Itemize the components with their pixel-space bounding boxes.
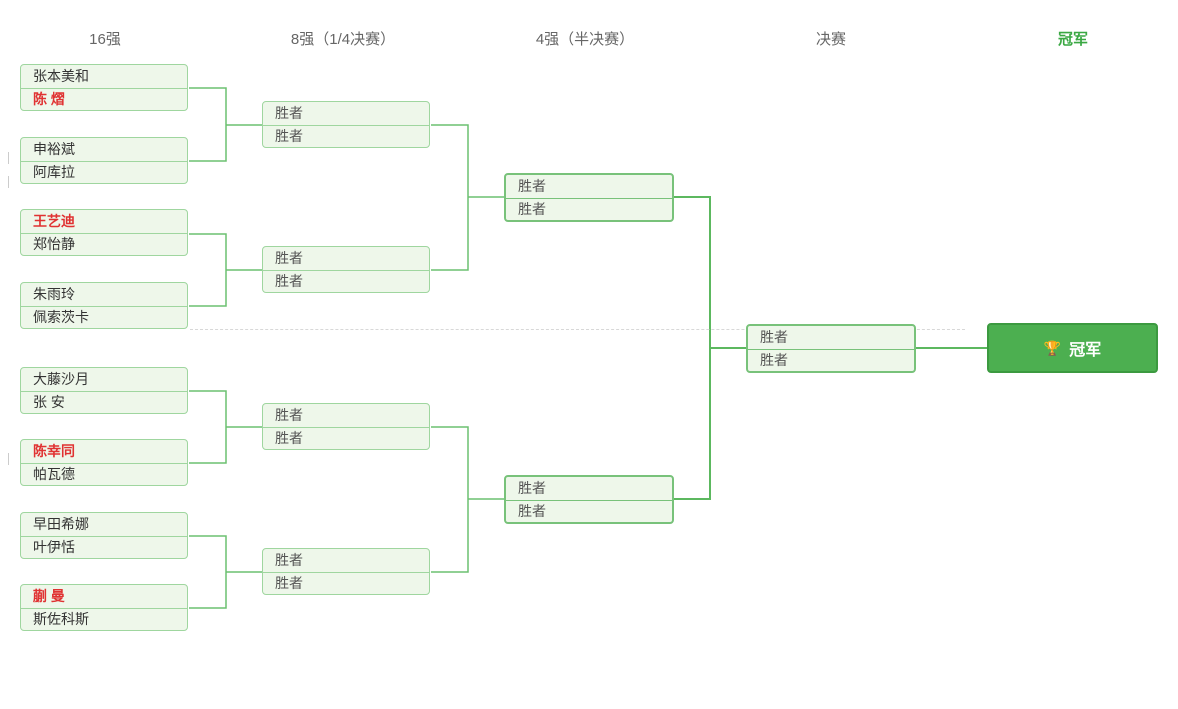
winner-slot[interactable]: 胜者	[275, 407, 303, 424]
player-slot[interactable]: 帕瓦德	[21, 462, 187, 486]
sf-match-1[interactable]: 胜者 胜者	[504, 173, 674, 222]
connector-qf-2	[431, 426, 469, 573]
winner-slot[interactable]: 胜者	[760, 329, 788, 346]
connector-r16-1	[189, 87, 227, 162]
winner-slot[interactable]: 胜者	[263, 571, 429, 595]
winner-slot[interactable]: 胜者	[275, 105, 303, 122]
sf-match-2[interactable]: 胜者 胜者	[504, 475, 674, 524]
winner-slot[interactable]: 胜者	[263, 269, 429, 293]
connector-r16-3	[189, 390, 227, 464]
winner-slot[interactable]: 胜者	[263, 426, 429, 450]
champion-label: 冠军	[1069, 342, 1102, 359]
edge-mark	[8, 453, 9, 465]
trophy-icon: 🏆	[1043, 339, 1062, 356]
connector-qf-1	[431, 124, 469, 271]
round-label-final: 决赛	[815, 31, 846, 48]
player-slot[interactable]: 佩索茨卡	[21, 305, 187, 329]
round-label-sf: 4强（半决赛）	[535, 31, 635, 48]
winner-slot[interactable]: 胜者	[275, 552, 303, 569]
winner-slot[interactable]: 胜者	[263, 124, 429, 148]
round-label-r16: 16强	[89, 31, 121, 48]
connector-sf	[674, 196, 711, 500]
edge-mark	[8, 176, 9, 188]
winner-slot[interactable]: 胜者	[518, 178, 546, 195]
r16-match-7[interactable]: 早田希娜 叶伊恬	[20, 512, 188, 559]
round-label-qf: 8强（1/4决赛）	[290, 31, 396, 48]
winner-slot[interactable]: 胜者	[748, 348, 914, 372]
player-slot[interactable]: 大藤沙月	[33, 371, 89, 388]
r16-match-1[interactable]: 张本美和 陈 熠	[20, 64, 188, 111]
player-slot-seeded[interactable]: 陈 熠	[21, 87, 187, 111]
qf-match-2[interactable]: 胜者 胜者	[262, 246, 430, 293]
player-slot[interactable]: 早田希娜	[33, 516, 89, 533]
player-slot[interactable]: 张 安	[21, 390, 187, 414]
qf-match-3[interactable]: 胜者 胜者	[262, 403, 430, 450]
player-slot[interactable]: 张本美和	[33, 68, 89, 85]
r16-match-3[interactable]: 王艺迪 郑怡静	[20, 209, 188, 256]
player-slot-seeded[interactable]: 陈幸同	[33, 443, 75, 460]
winner-slot[interactable]: 胜者	[506, 197, 672, 221]
r16-match-6[interactable]: 陈幸同 帕瓦德	[20, 439, 188, 486]
winner-slot[interactable]: 胜者	[506, 499, 672, 523]
player-slot-seeded[interactable]: 蒯 曼	[33, 588, 65, 605]
edge-mark	[8, 152, 9, 164]
player-slot[interactable]: 申裕斌	[33, 141, 75, 158]
r16-match-8[interactable]: 蒯 曼 斯佐科斯	[20, 584, 188, 631]
r16-match-2[interactable]: 申裕斌 阿库拉	[20, 137, 188, 184]
half-divider	[190, 329, 965, 330]
player-slot[interactable]: 阿库拉	[21, 160, 187, 184]
round-label-champion: 冠军	[1057, 31, 1088, 48]
player-slot[interactable]: 叶伊恬	[21, 535, 187, 559]
player-slot[interactable]: 郑怡静	[21, 232, 187, 256]
winner-slot[interactable]: 胜者	[518, 480, 546, 497]
r16-match-5[interactable]: 大藤沙月 张 安	[20, 367, 188, 414]
player-slot[interactable]: 斯佐科斯	[21, 607, 187, 631]
r16-match-4[interactable]: 朱雨玲 佩索茨卡	[20, 282, 188, 329]
final-match[interactable]: 胜者 胜者	[746, 324, 916, 373]
player-slot-seeded[interactable]: 王艺迪	[33, 213, 75, 230]
player-slot[interactable]: 朱雨玲	[33, 286, 75, 303]
connector-r16-2	[189, 233, 227, 307]
champion-box[interactable]: 🏆 冠军	[987, 323, 1158, 373]
connector-r16-4	[189, 535, 227, 609]
winner-slot[interactable]: 胜者	[275, 250, 303, 267]
qf-match-4[interactable]: 胜者 胜者	[262, 548, 430, 595]
qf-match-1[interactable]: 胜者 胜者	[262, 101, 430, 148]
